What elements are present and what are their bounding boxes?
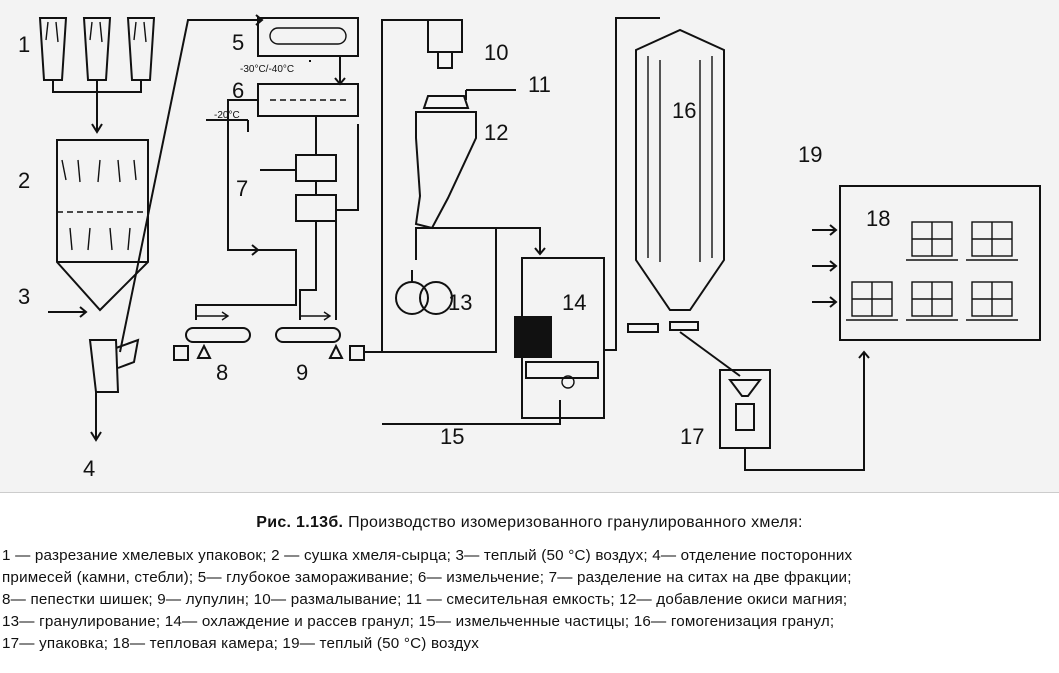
diagram-canvas: -30°C/-40°C -20°C 1 2 3 4 5 6 7 8 9 10 1… xyxy=(18,14,1041,481)
conveyor-8 xyxy=(173,311,251,361)
granulator xyxy=(395,270,453,315)
label-4: 4 xyxy=(83,456,95,481)
label-19: 19 xyxy=(798,142,822,167)
freeze-temp-label: -30°C/-40°C xyxy=(240,64,294,75)
label-18: 18 xyxy=(866,206,890,231)
grinder xyxy=(382,19,516,353)
label-9: 9 xyxy=(296,360,308,385)
label-10: 10 xyxy=(484,40,508,65)
packing-unit xyxy=(719,350,870,471)
legend-line: 8— пепестки шишек; 9— лупулин; 10— разма… xyxy=(2,591,848,608)
legend-line: 13— гранулирование; 14— охлаждение и рас… xyxy=(2,613,835,630)
process-diagram: -30°C/-40°C -20°C 1 2 3 4 5 6 7 8 9 10 1… xyxy=(0,0,1059,493)
caption-title: Производство изомеризованного гранулиров… xyxy=(348,514,803,531)
hop-bales xyxy=(38,17,156,134)
label-12: 12 xyxy=(484,120,508,145)
label-13: 13 xyxy=(448,290,472,315)
label-14: 14 xyxy=(562,290,586,315)
label-11: 11 xyxy=(528,72,551,97)
sieves xyxy=(195,116,359,320)
conveyor-9 xyxy=(275,19,428,361)
label-8: 8 xyxy=(216,360,228,385)
label-3: 3 xyxy=(18,284,30,309)
heat-chamber xyxy=(812,185,1041,341)
legend-line: примесей (камни, стебли); 5— глубокое за… xyxy=(2,569,852,586)
label-15: 15 xyxy=(440,424,464,449)
label-16: 16 xyxy=(672,98,696,123)
caption-number: Рис. 1.13б. xyxy=(256,514,344,531)
label-1: 1 xyxy=(18,32,30,57)
homogenizer-silo xyxy=(627,28,741,377)
label-17: 17 xyxy=(680,424,704,449)
label-6: 6 xyxy=(232,78,244,103)
cooler xyxy=(382,17,660,425)
warm-air-arrow xyxy=(48,306,88,318)
legend-line: 1 — разрезание хмелевых упаковок; 2 — су… xyxy=(2,547,853,564)
label-5: 5 xyxy=(232,30,244,55)
label-7: 7 xyxy=(236,176,248,201)
mill-temp-label: -20°C xyxy=(214,110,240,121)
label-2: 2 xyxy=(18,168,30,193)
figure-caption: Рис. 1.13б. Производство изомеризованног… xyxy=(0,514,1059,532)
dryer xyxy=(56,139,149,312)
freezer xyxy=(257,17,359,86)
figure-legend: 1 — разрезание хмелевых упаковок; 2 — су… xyxy=(2,545,1057,655)
legend-line: 17— упаковка; 18— тепловая камера; 19— т… xyxy=(2,635,480,652)
